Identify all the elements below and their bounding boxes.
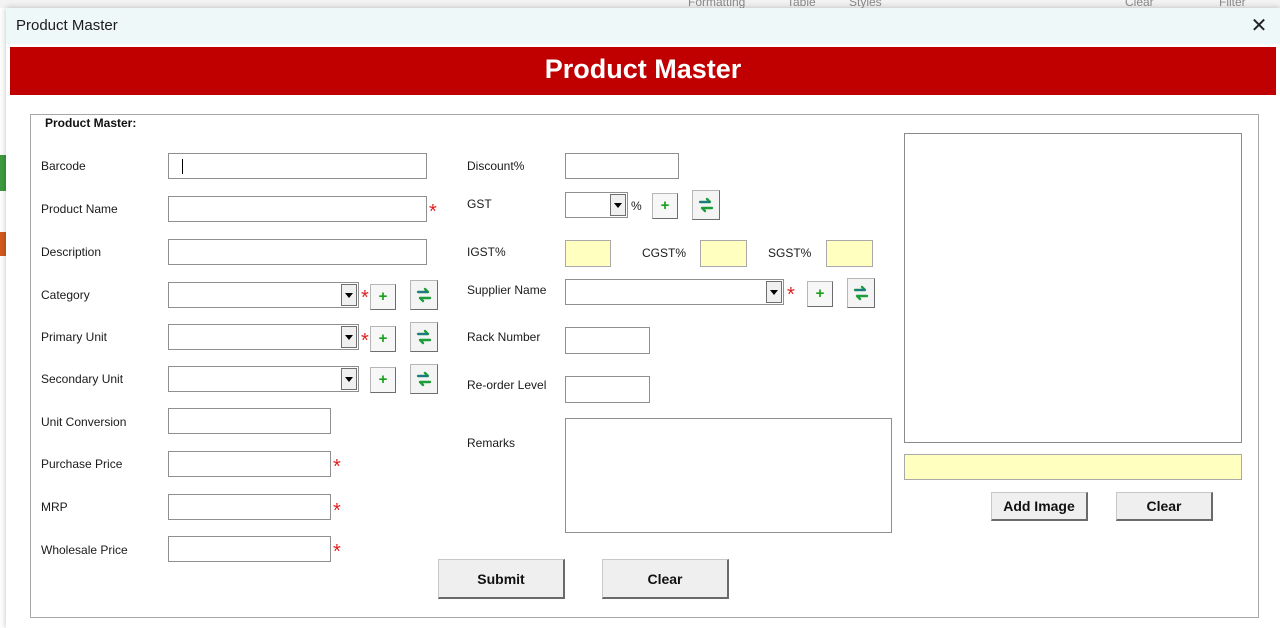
add-gst-button[interactable]: +: [652, 193, 678, 219]
reorder-level-label: Re-order Level: [467, 378, 547, 392]
required-marker: *: [787, 284, 795, 306]
close-button[interactable]: ✕: [1246, 13, 1272, 39]
gst-percent-suffix: %: [631, 199, 642, 213]
sgst-output: [826, 240, 873, 267]
image-path-field: [904, 454, 1242, 480]
wholesale-price-label: Wholesale Price: [41, 543, 128, 557]
required-marker: *: [429, 201, 437, 223]
refresh-gst-button[interactable]: [692, 190, 720, 220]
required-marker: *: [333, 500, 341, 522]
igst-output: [565, 240, 611, 267]
bg-ribbon-filter: Filter: [1219, 0, 1246, 8]
clear-image-button[interactable]: Clear: [1116, 492, 1213, 521]
required-marker: *: [333, 456, 341, 478]
text-cursor: [182, 159, 183, 174]
rack-number-input[interactable]: [565, 327, 650, 354]
cgst-output: [700, 240, 747, 267]
banner-title: Product Master: [544, 54, 742, 84]
purchase-price-label: Purchase Price: [41, 457, 123, 471]
mrp-input[interactable]: [168, 494, 331, 520]
plus-icon: +: [378, 330, 388, 347]
discount-label: Discount%: [467, 159, 525, 173]
mrp-label: MRP: [41, 500, 68, 514]
category-select[interactable]: [168, 282, 359, 308]
close-icon: ✕: [1250, 15, 1268, 37]
plus-icon: +: [815, 285, 825, 302]
bg-ribbon-table: Table: [787, 0, 816, 8]
groupbox-legend: Product Master:: [40, 116, 142, 130]
discount-input[interactable]: [565, 153, 679, 179]
refresh-category-button[interactable]: [410, 280, 438, 310]
required-marker: *: [333, 541, 341, 563]
add-image-button[interactable]: Add Image: [991, 492, 1088, 521]
unit-conversion-input[interactable]: [168, 408, 331, 434]
chevron-down-icon[interactable]: [766, 281, 782, 303]
gst-select[interactable]: [565, 192, 628, 218]
product-image-box[interactable]: [904, 133, 1242, 443]
refresh-icon: [416, 287, 432, 303]
igst-label: IGST%: [467, 245, 506, 259]
chevron-down-icon[interactable]: [341, 326, 357, 348]
refresh-supplier-button[interactable]: [847, 278, 875, 308]
required-marker: *: [361, 330, 369, 352]
background-app-ribbon: Formatting Table Styles Clear Filter: [0, 0, 1280, 8]
plus-icon: +: [660, 197, 670, 214]
gst-label: GST: [467, 197, 492, 211]
add-primary-unit-button[interactable]: +: [370, 326, 396, 352]
supplier-name-label: Supplier Name: [467, 283, 547, 297]
product-master-dialog: Product Master ✕ Product Master Product …: [6, 8, 1280, 628]
chevron-down-icon[interactable]: [341, 368, 357, 390]
title-bar: Product Master ✕: [6, 8, 1280, 44]
unit-conversion-label: Unit Conversion: [41, 415, 127, 429]
refresh-icon: [698, 197, 714, 213]
clear-button[interactable]: Clear: [602, 559, 729, 599]
bg-ribbon-clear: Clear: [1125, 0, 1154, 8]
add-category-button[interactable]: +: [370, 284, 396, 310]
bg-ribbon-formatting: Formatting: [688, 0, 746, 8]
purchase-price-input[interactable]: [168, 451, 331, 477]
window-title: Product Master: [16, 17, 118, 34]
reorder-level-input[interactable]: [565, 376, 650, 403]
product-name-label: Product Name: [41, 202, 118, 216]
barcode-input[interactable]: [168, 153, 427, 179]
description-input[interactable]: [168, 239, 427, 265]
description-label: Description: [41, 245, 102, 259]
plus-icon: +: [378, 288, 388, 305]
barcode-label: Barcode: [41, 159, 86, 173]
bg-ribbon-styles: Styles: [849, 0, 882, 8]
category-label: Category: [41, 288, 90, 302]
add-supplier-button[interactable]: +: [807, 281, 833, 307]
product-name-input[interactable]: [168, 196, 427, 222]
plus-icon: +: [378, 371, 388, 388]
required-marker: *: [361, 287, 369, 309]
secondary-unit-select[interactable]: [168, 366, 359, 392]
refresh-secondary-unit-button[interactable]: [410, 364, 438, 394]
refresh-primary-unit-button[interactable]: [410, 322, 438, 352]
rack-number-label: Rack Number: [467, 330, 541, 344]
remarks-textarea[interactable]: [565, 418, 892, 533]
sgst-label: SGST%: [768, 246, 812, 260]
background-app-green-tab: [0, 155, 6, 191]
secondary-unit-label: Secondary Unit: [41, 372, 124, 386]
background-app-orange-tab: [0, 232, 6, 256]
chevron-down-icon[interactable]: [610, 194, 626, 216]
remarks-label: Remarks: [467, 436, 516, 450]
submit-button[interactable]: Submit: [438, 559, 565, 599]
refresh-icon: [416, 329, 432, 345]
wholesale-price-input[interactable]: [168, 536, 331, 562]
chevron-down-icon[interactable]: [341, 284, 357, 306]
refresh-icon: [416, 371, 432, 387]
header-banner: Product Master: [10, 47, 1276, 95]
primary-unit-select[interactable]: [168, 324, 359, 350]
primary-unit-label: Primary Unit: [41, 330, 108, 344]
add-secondary-unit-button[interactable]: +: [370, 367, 396, 393]
cgst-label: CGST%: [642, 246, 687, 260]
supplier-name-select[interactable]: [565, 279, 784, 305]
refresh-icon: [853, 285, 869, 301]
product-master-groupbox: [30, 114, 1259, 618]
